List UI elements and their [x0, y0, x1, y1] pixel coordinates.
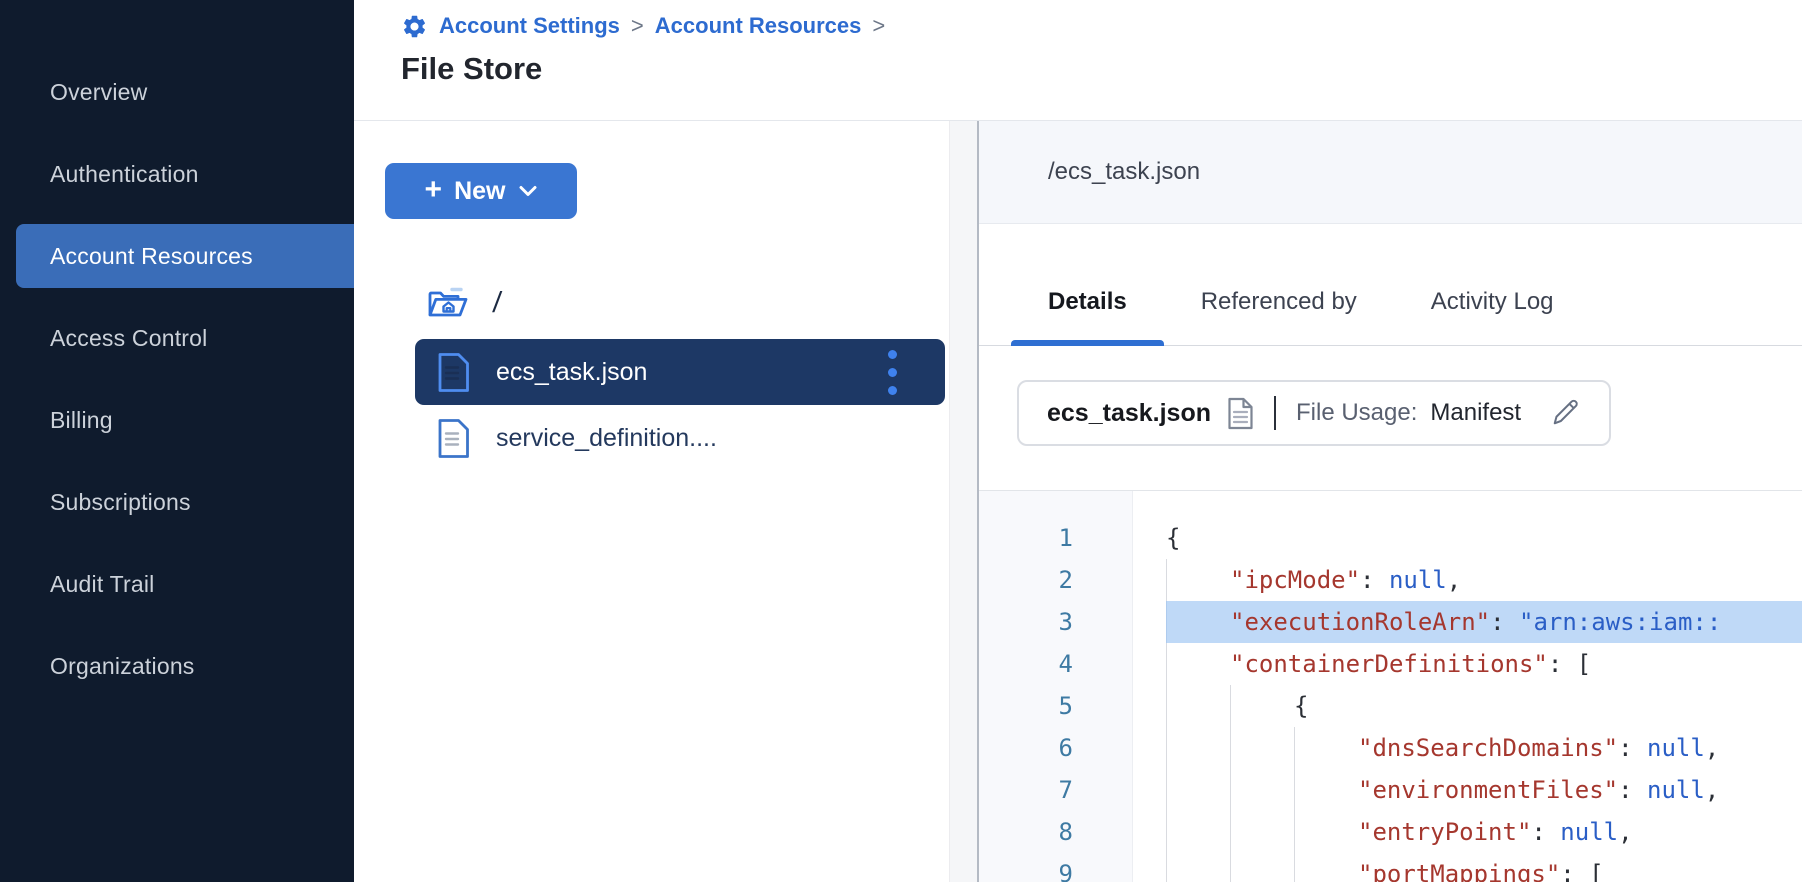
vertical-divider — [1274, 396, 1276, 430]
sidebar-item-label: Billing — [50, 406, 113, 433]
line-number: 3 — [1058, 608, 1073, 636]
code-line: 3 "executionRoleArn": "arn:aws:iam:: — [979, 601, 1802, 643]
root-folder-row[interactable]: / — [425, 283, 977, 323]
breadcrumb-link[interactable]: Account Settings — [439, 13, 620, 38]
code-line: 9 "portMappings": [ — [979, 853, 1802, 882]
sidebar-item-label: Subscriptions — [50, 488, 191, 515]
code-line-content: "dnsSearchDomains": null, — [1166, 727, 1802, 769]
file-panel-scrollbar[interactable] — [949, 121, 977, 882]
page-title: File Store — [401, 51, 543, 86]
code-line-content: { — [1166, 685, 1802, 727]
tab-details[interactable]: Details — [1011, 224, 1164, 346]
file-list: ecs_task.json service_definition.... — [415, 339, 945, 471]
code-line: 7 "environmentFiles": null, — [979, 769, 1802, 811]
line-number: 2 — [1058, 566, 1073, 594]
file-icon — [437, 352, 470, 393]
home-folder-icon — [425, 284, 469, 322]
line-number: 8 — [1058, 818, 1073, 846]
sidebar-item-organizations[interactable]: Organizations — [0, 625, 354, 707]
sidebar-item-overview[interactable]: Overview — [0, 51, 354, 133]
code-viewer[interactable]: 1{2"ipcMode": null,3"executionRoleArn": … — [979, 490, 1802, 882]
file-name: ecs_task.json — [496, 357, 648, 386]
sidebar-item-label: Access Control — [50, 324, 208, 351]
sidebar-item-access-control[interactable]: Access Control — [0, 297, 354, 379]
code-line-content: "portMappings": [ — [1166, 853, 1802, 882]
breadcrumb: Account Settings > Account Resources > — [401, 12, 1802, 40]
plus-icon: + — [424, 173, 443, 206]
line-number: 1 — [1058, 524, 1073, 552]
tab-referenced-by[interactable]: Referenced by — [1164, 224, 1394, 345]
file-tree-panel: + New — [354, 121, 979, 882]
new-button-label: New — [454, 176, 506, 205]
breadcrumb-link[interactable]: Account Resources — [654, 13, 862, 38]
sidebar-item-authentication[interactable]: Authentication — [0, 133, 354, 215]
file-path: /ecs_task.json — [1048, 158, 1201, 185]
sidebar-item-label: Account Resources — [50, 242, 253, 269]
file-row[interactable]: ecs_task.json — [415, 339, 945, 405]
document-icon — [1227, 397, 1254, 430]
code-line-content: "environmentFiles": null, — [1166, 769, 1802, 811]
line-number: 6 — [1058, 734, 1073, 762]
root-folder-label: / — [491, 286, 503, 319]
tab-activity-log[interactable]: Activity Log — [1394, 224, 1591, 345]
file-tree: / ecs_task.json service_definition.... — [385, 283, 977, 471]
code-line-content: { — [1166, 524, 1181, 552]
pencil-icon — [1549, 397, 1581, 429]
code-line: 2 "ipcMode": null, — [979, 559, 1802, 601]
code-line-content: "entryPoint": null, — [1166, 811, 1802, 853]
code-line-content-highlighted: "executionRoleArn": "arn:aws:iam:: — [1166, 601, 1802, 643]
sidebar-item-label: Organizations — [50, 652, 195, 679]
file-usage-label: File Usage: — [1296, 399, 1418, 426]
file-usage-value: Manifest — [1430, 399, 1522, 426]
line-number: 7 — [1058, 776, 1073, 804]
sidebar-item-audit-trail[interactable]: Audit Trail — [0, 543, 354, 625]
line-number: 9 — [1058, 860, 1073, 882]
sidebar-item-account-resources[interactable]: Account Resources — [16, 224, 354, 288]
code-line: 1{ — [979, 517, 1802, 559]
chevron-down-icon — [519, 185, 537, 197]
sidebar-item-label: Authentication — [50, 160, 199, 187]
page-header: Account Settings > Account Resources > File… — [354, 0, 1802, 121]
code-line: 4 "containerDefinitions": [ — [979, 643, 1802, 685]
sidebar-item-subscriptions[interactable]: Subscriptions — [0, 461, 354, 543]
settings-sidebar: Overview Authentication Account Resource… — [0, 0, 354, 882]
breadcrumb-separator: > — [872, 13, 886, 38]
breadcrumb-separator: > — [630, 13, 644, 38]
content-area: + New — [354, 121, 1802, 882]
code-line-content: "containerDefinitions": [ — [1166, 643, 1802, 685]
code-line: 5{ — [979, 685, 1802, 727]
kebab-menu-icon[interactable] — [884, 346, 901, 399]
code-line: 8 "entryPoint": null, — [979, 811, 1802, 853]
file-info-bar: ecs_task.json File Usage: Manifest — [1017, 380, 1612, 446]
code-line-content: "ipcMode": null, — [1166, 559, 1802, 601]
line-number: 5 — [1058, 692, 1073, 720]
line-number: 4 — [1058, 650, 1073, 678]
file-name: service_definition.... — [496, 423, 717, 452]
sidebar-item-label: Overview — [50, 78, 148, 105]
gear-icon — [401, 13, 428, 40]
sidebar-item-billing[interactable]: Billing — [0, 379, 354, 461]
sidebar-item-label: Audit Trail — [50, 570, 155, 597]
file-row[interactable]: service_definition.... — [415, 405, 945, 471]
new-file-button[interactable]: + New — [385, 163, 577, 219]
main-area: Account Settings > Account Resources > File… — [354, 0, 1802, 882]
file-info-name: ecs_task.json — [1047, 398, 1211, 427]
code-line: 6 "dnsSearchDomains": null, — [979, 727, 1802, 769]
file-icon — [437, 418, 470, 459]
edit-usage-button[interactable] — [1549, 397, 1581, 429]
file-path-bar: /ecs_task.json — [979, 121, 1802, 224]
